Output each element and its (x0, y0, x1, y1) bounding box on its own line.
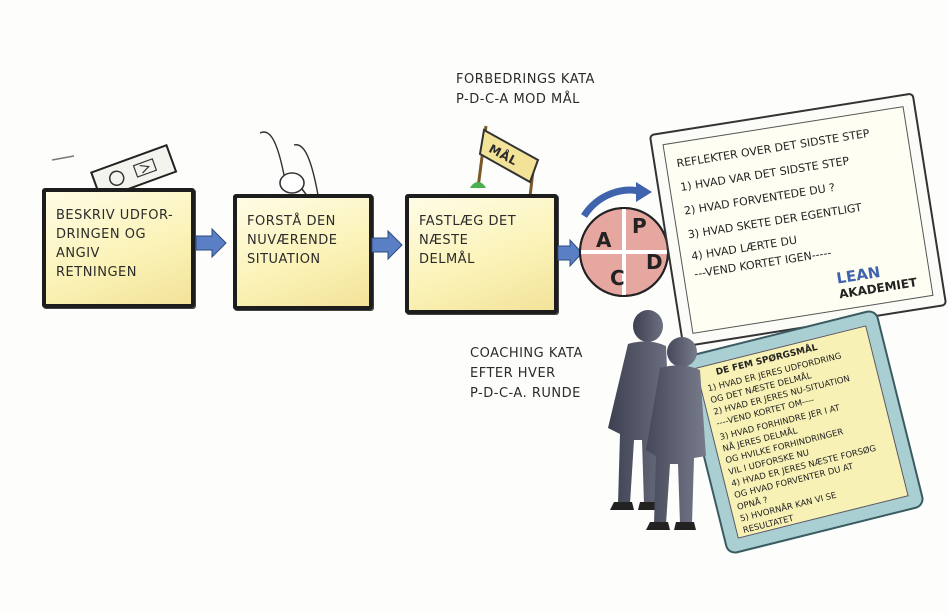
pdca-a-label: A (596, 228, 612, 252)
pdca-wheel (579, 182, 669, 297)
step-box-understand: FORSTÅ DEN NUVÆRENDE SITUATION (233, 194, 373, 310)
card-sketch-icon (90, 144, 178, 201)
step-box-describe: BESKRIV UDFOR- DRINGEN OG ANGIV RETNINGE… (42, 188, 195, 308)
pdca-c-label: C (610, 266, 625, 290)
arrow-right-icon (556, 238, 584, 268)
subtitle-line: P-D-C-A MOD MÅL (456, 92, 580, 107)
title-line: FORBEDRINGS KATA (456, 72, 595, 87)
step-label: BESKRIV UDFOR- DRINGEN OG ANGIV RETNINGE… (56, 208, 174, 280)
coaching-line: COACHING KATA (470, 346, 583, 361)
step-box-target: FASTLÆG DET NÆSTE DELMÅL (405, 194, 558, 314)
coaching-kata-label: COACHING KATA EFTER HVER P-D-C-A. RUNDE (470, 344, 583, 404)
step-label: FASTLÆG DET NÆSTE DELMÅL (419, 214, 517, 267)
arrow-right-icon (194, 226, 228, 260)
coaching-line: P-D-C-A. RUNDE (470, 386, 581, 401)
coaching-line: EFTER HVER (470, 366, 556, 381)
pencil-mark (51, 155, 75, 161)
reflect-card-inner: REFLEKTER OVER DET SIDSTE STEP 1) HVAD V… (662, 106, 934, 334)
arrow-right-icon (370, 228, 404, 262)
people-silhouette-icon (608, 310, 706, 530)
questions-card-inner: DE FEM SPØRGSMÅL 1) HVAD ER JERES UDFORD… (695, 325, 909, 539)
step-label: FORSTÅ DEN NUVÆRENDE SITUATION (247, 214, 338, 267)
improvement-kata-title: FORBEDRINGS KATA P-D-C-A MOD MÅL (456, 70, 595, 110)
pdca-d-label: D (646, 250, 663, 274)
pdca-p-label: P (632, 214, 647, 238)
